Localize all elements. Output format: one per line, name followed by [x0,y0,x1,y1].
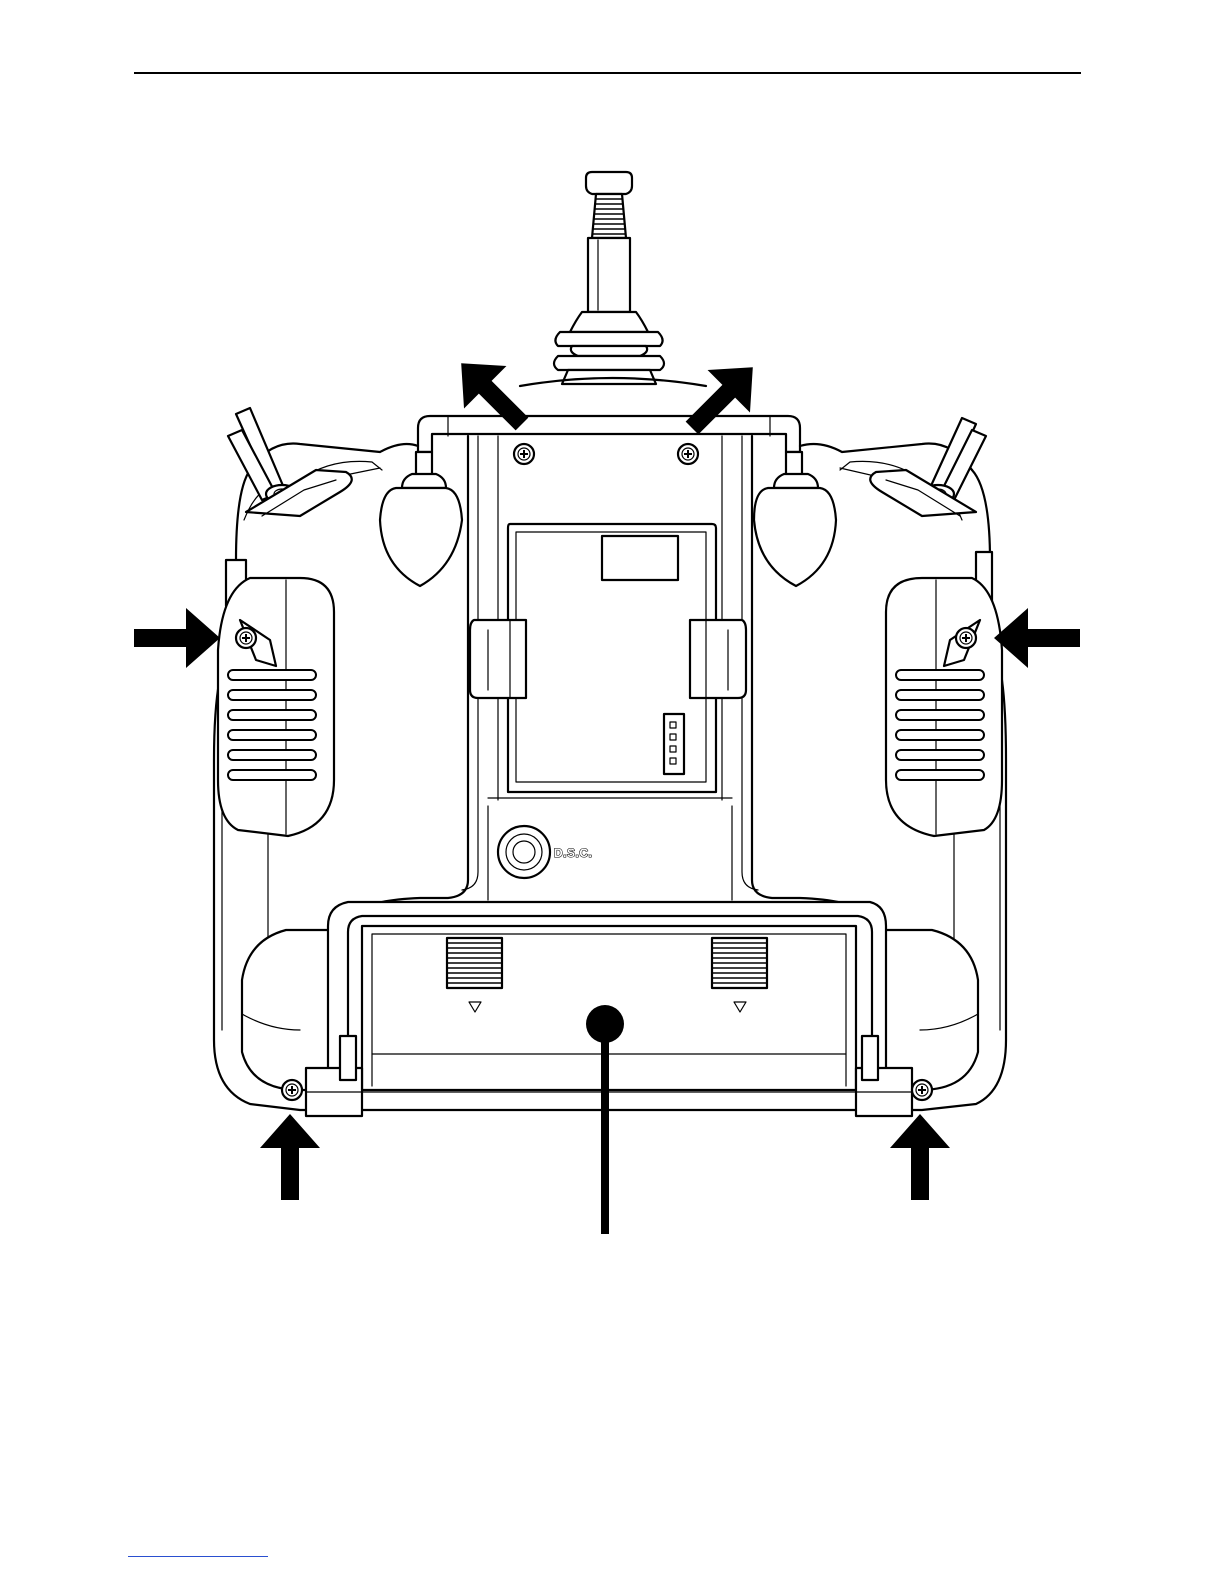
right-grip [886,578,1002,836]
bottom-left-screw [282,1080,302,1100]
right-damper [754,474,836,586]
arrow-bottom-right [890,1114,950,1200]
middle-right-screw [956,628,976,648]
right-toggle-switch [870,418,986,516]
left-damper [380,474,462,586]
battery-connector [664,714,684,774]
label-slot [602,536,678,580]
arrow-middle-left [134,608,220,668]
left-grip [218,578,334,836]
right-bottom-bumper [884,930,978,1090]
left-battery-latch [470,620,526,698]
top-right-screw [678,444,698,464]
right-battery-latch [690,620,746,698]
dsc-port-label: D.S.C. [554,846,592,860]
footer-rule [128,1556,268,1557]
battery-compartment [508,524,716,792]
left-bottom-bumper [242,930,334,1090]
callout-line [601,1024,609,1234]
left-toggle-switch [228,408,352,516]
top-left-screw [514,444,534,464]
middle-left-screw [236,628,256,648]
dsc-port: D.S.C. [498,826,592,878]
arrow-bottom-left [260,1114,320,1200]
antenna [554,172,664,384]
arrow-middle-right [994,608,1080,668]
bottom-right-screw [912,1080,932,1100]
